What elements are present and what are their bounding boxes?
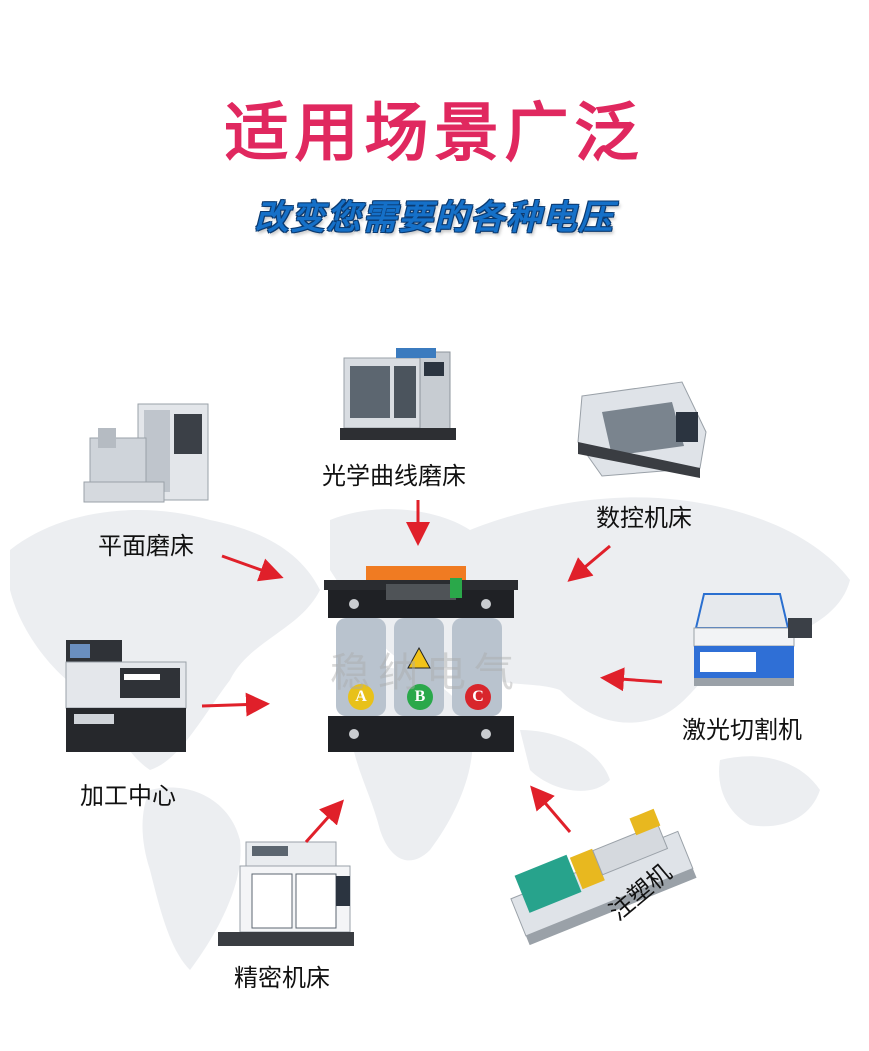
- surface-grinder-icon: [83, 403, 209, 503]
- machining-center-icon: [65, 640, 187, 752]
- optical-curve-grinder-icon: [340, 348, 456, 440]
- watermark-text: 稳纳电气: [330, 650, 522, 696]
- machine-label-machining-center: 加工中心: [80, 782, 176, 810]
- machine-label-optical-curve-grinder: 光学曲线磨床: [322, 462, 466, 490]
- phase-a-label: A: [348, 684, 374, 710]
- precision-machine-icon: [218, 841, 354, 946]
- injection-molding-icon: [510, 808, 697, 946]
- machine-label-laser-cutter: 激光切割机: [682, 716, 802, 744]
- laser-cutter-icon: [693, 593, 812, 686]
- phase-c-label: C: [465, 684, 491, 710]
- machine-label-precision-machine: 精密机床: [234, 964, 330, 992]
- page-subtitle: 改变您需要的各种电压: [254, 198, 615, 238]
- cnc-machine-icon: [577, 381, 707, 478]
- phase-b-label: B: [407, 684, 433, 710]
- machine-label-cnc-machine: 数控机床: [596, 504, 692, 532]
- page-title: 适用场景广泛: [224, 97, 645, 171]
- machine-label-surface-grinder: 平面磨床: [98, 532, 194, 560]
